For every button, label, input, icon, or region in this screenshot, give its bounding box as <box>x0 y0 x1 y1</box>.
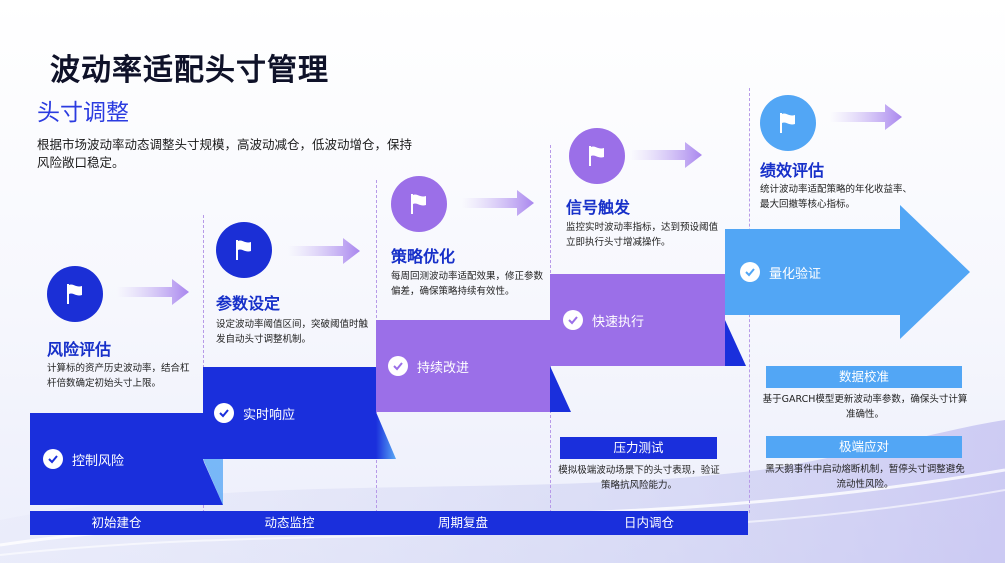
step-5-flag-icon <box>760 95 816 151</box>
section-subtitle: 头寸调整 <box>37 100 129 126</box>
stage-bar <box>30 511 748 535</box>
step-5-progress-arrow <box>830 104 902 130</box>
step-2-flag-icon <box>216 222 272 278</box>
section-description: 根据市场波动率动态调整头寸规模，高波动减仓，低波动增仓，保持风险敞口稳定。 <box>37 137 413 170</box>
step-2-title: 参数设定 <box>216 294 281 313</box>
step-4-description: 监控实时波动率指标，达到预设阈值立即执行头寸增减操作。 <box>566 222 719 248</box>
step-5-title: 绩效评估 <box>760 161 825 180</box>
step-3-title: 策略优化 <box>391 247 456 266</box>
step-4-band-label: 快速执行 <box>592 314 645 330</box>
step-3-band-tail <box>550 366 571 412</box>
stage-label-intraday: 日内调仓 <box>623 515 674 530</box>
check-icon <box>740 262 760 282</box>
step-5-big-arrow <box>725 205 970 339</box>
step-5-band: 量化验证 <box>740 252 821 292</box>
step-3-band-label: 持续改进 <box>417 360 470 376</box>
stage-label-monitor: 动态监控 <box>264 515 315 530</box>
step-3-flag-icon <box>391 176 447 232</box>
step-2-band-shadow <box>203 459 223 505</box>
check-icon <box>214 403 234 423</box>
step-1-band-label: 控制风险 <box>72 453 125 469</box>
step-2-band-tail <box>376 412 396 459</box>
tag-data-calibration: 数据校准 <box>766 366 962 388</box>
step-5-description: 统计波动率适配策略的年化收益率、最大回撤等核心指标。 <box>760 184 913 210</box>
stage-label-initial: 初始建仓 <box>91 515 142 530</box>
stage-label-review: 周期复盘 <box>437 515 488 530</box>
step-1-title: 风险评估 <box>47 340 112 359</box>
step-4-progress-arrow <box>630 142 702 168</box>
step-5-band-label: 量化验证 <box>769 266 822 282</box>
page-title: 波动率适配头寸管理 <box>50 53 329 88</box>
tag-extreme-response-description: 黑天鹅事件中启动熔断机制，暂停头寸调整避免流动性风险。 <box>765 464 965 490</box>
tag-stress-test-description: 模拟极端波动场景下的头寸表现，验证策略抗风险能力。 <box>558 465 720 491</box>
step-2-band-label: 实时响应 <box>243 407 296 423</box>
tag-data-calibration-description: 基于GARCH模型更新波动率参数，确保头寸计算准确性。 <box>762 394 968 420</box>
step-1-progress-arrow <box>117 279 189 305</box>
step-1-flag-icon <box>47 266 103 322</box>
step-1-band: 控制风险 <box>30 413 203 505</box>
tag-extreme-response: 极端应对 <box>766 436 962 458</box>
step-3-progress-arrow <box>462 190 534 216</box>
step-1-band-tail <box>203 460 223 505</box>
step-3-band: 持续改进 <box>376 320 550 412</box>
check-icon <box>43 449 63 469</box>
step-2-progress-arrow <box>288 238 360 264</box>
check-icon <box>388 356 408 376</box>
step-4-band: 快速执行 <box>550 274 725 366</box>
step-4-band-tail <box>725 320 746 366</box>
step-4-title: 信号触发 <box>566 198 631 217</box>
check-icon <box>563 310 583 330</box>
step-4-flag-icon <box>569 128 625 184</box>
step-1-description: 计算标的资产历史波动率，结合杠杆倍数确定初始头寸上限。 <box>47 363 190 389</box>
step-3-description: 每周回测波动率适配效果，修正参数偏差，确保策略持续有效性。 <box>391 271 544 297</box>
tag-stress-test: 压力测试 <box>560 437 717 459</box>
step-2-band: 实时响应 <box>203 367 376 459</box>
stage-divider <box>203 215 204 513</box>
step-2-description: 设定波动率阈值区间，突破阈值时触发自动头寸调整机制。 <box>216 319 369 345</box>
